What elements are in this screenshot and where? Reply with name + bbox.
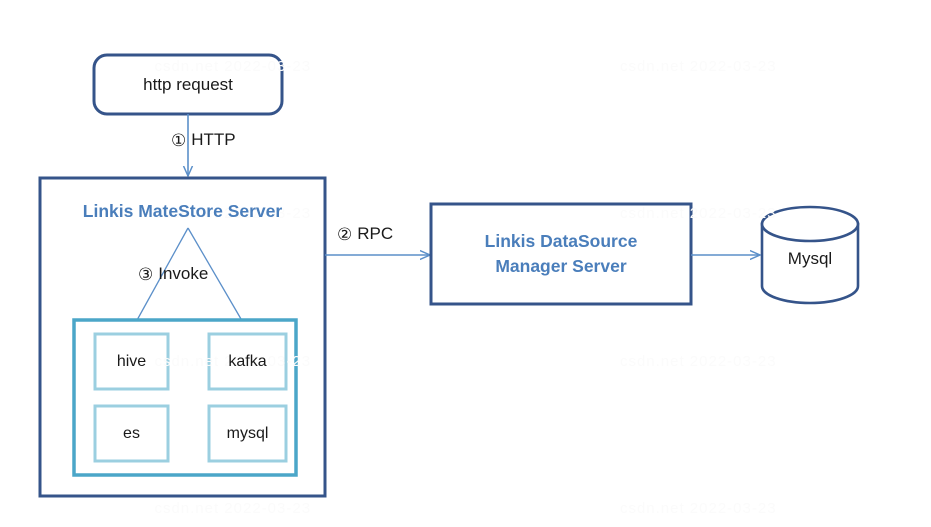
http-request-box[interactable]	[92, 53, 284, 116]
edge-label-http-text: HTTP	[191, 130, 236, 149]
edge-label-http: ① HTTP	[171, 130, 236, 150]
plugin-box-hive[interactable]	[93, 332, 170, 391]
plugin-box-mysql[interactable]	[207, 404, 288, 463]
plugin-box-kafka[interactable]	[207, 332, 288, 391]
step-marker-1: ①	[171, 130, 187, 150]
edge-invoke-left	[131, 227, 189, 331]
step-marker-2: ②	[337, 224, 353, 244]
mysql-cylinder[interactable]	[760, 205, 860, 305]
edge-label-invoke: ③ Invoke	[138, 264, 208, 284]
edge-label-invoke-text: Invoke	[158, 264, 209, 283]
edge-label-rpc: ② RPC	[337, 224, 393, 244]
step-marker-3: ③	[138, 264, 154, 284]
edge-label-rpc-text: RPC	[357, 224, 394, 243]
plugin-box-es[interactable]	[93, 404, 170, 463]
datasource-server-box[interactable]	[429, 202, 693, 306]
edge-invoke-right	[187, 227, 248, 331]
